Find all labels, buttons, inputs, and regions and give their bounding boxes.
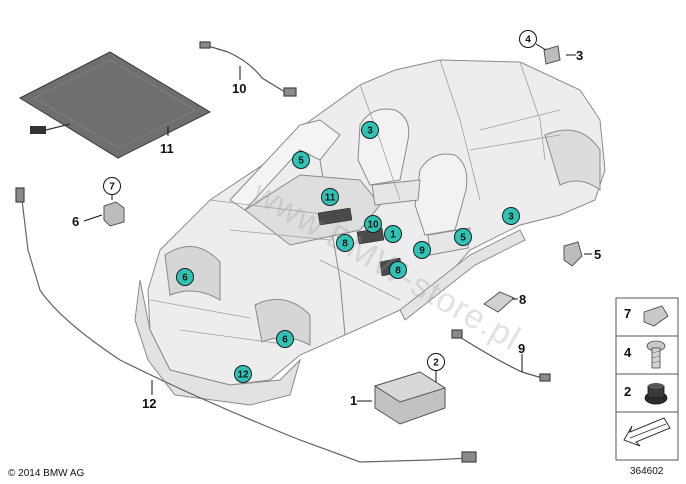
- label-part-11: 11: [160, 141, 174, 156]
- label-part-10: 10: [232, 81, 246, 96]
- svg-text:10: 10: [367, 220, 379, 231]
- teal-location-markers: 3 5 11 10 1 9 8 8: [176, 121, 520, 383]
- hardware-legend: 7 4 2: [615, 297, 679, 461]
- copyright-text: © 2014 BMW AG: [8, 468, 85, 479]
- marker-11-cabin: 11: [321, 188, 339, 206]
- part-5-sensor: [563, 241, 583, 267]
- part-10-cable: [199, 41, 297, 97]
- marker-6-front-right: 6: [276, 330, 294, 348]
- svg-text:3: 3: [508, 212, 514, 223]
- svg-text:9: 9: [419, 246, 425, 257]
- marker-10-cabin: 10: [364, 215, 382, 233]
- label-part-3: 3: [576, 48, 583, 63]
- svg-text:6: 6: [282, 335, 288, 346]
- direction-arrow-icon: [623, 417, 671, 447]
- marker-3-rear-left: 3: [361, 121, 379, 139]
- label-part-9: 9: [518, 341, 525, 356]
- drawing-number: 364602: [630, 466, 664, 477]
- marker-12-bumper: 12: [234, 365, 252, 383]
- part-3-clip: [543, 45, 561, 65]
- marker-3-rear-right: 3: [502, 207, 520, 225]
- svg-text:6: 6: [182, 273, 188, 284]
- body-structure-lines: [149, 59, 561, 346]
- part-6-sensor: [103, 201, 125, 227]
- marker-5-pillar-right: 5: [454, 228, 472, 246]
- label-part-8: 8: [519, 292, 526, 307]
- part-12-antenna-cable: [15, 187, 477, 463]
- svg-text:7: 7: [109, 182, 115, 193]
- grommet-icon: [644, 383, 668, 405]
- marker-8-cabin-upper: 8: [336, 234, 354, 252]
- svg-text:11: 11: [325, 193, 336, 204]
- label-part-5: 5: [594, 247, 601, 262]
- svg-text:3: 3: [367, 126, 373, 137]
- part-11-heating-mat: [18, 51, 212, 159]
- circled-labels: 7 4 2: [103, 30, 537, 371]
- marker-5-pillar-left: 5: [292, 151, 310, 169]
- svg-text:12: 12: [237, 370, 249, 381]
- svg-text:5: 5: [298, 156, 304, 167]
- plain-part-labels: 1 3 5 6 8 9 10 11 12: [72, 48, 601, 411]
- clip-nut-icon: [643, 305, 669, 327]
- legend-item-4: 4: [624, 340, 666, 369]
- svg-text:2: 2: [624, 384, 631, 399]
- part-8-bracket: [483, 291, 515, 313]
- marker-1-cabin: 1: [384, 225, 402, 243]
- circled-label-2: 2: [427, 353, 445, 371]
- svg-text:4: 4: [525, 35, 531, 46]
- svg-text:7: 7: [624, 306, 631, 321]
- mat-connector: [30, 126, 46, 134]
- svg-text:8: 8: [342, 239, 348, 250]
- marker-8-cabin-lower: 8: [389, 261, 407, 279]
- marker-6-front-left: 6: [176, 268, 194, 286]
- svg-text:2: 2: [433, 358, 439, 369]
- legend-item-7: 7: [624, 305, 669, 327]
- seats: [357, 108, 471, 256]
- circled-label-4: 4: [519, 30, 537, 48]
- label-part-6: 6: [72, 214, 79, 229]
- svg-text:5: 5: [460, 233, 466, 244]
- part-1-control-unit: [373, 371, 447, 425]
- circled-label-7: 7: [103, 177, 121, 195]
- legend-item-2: 2: [624, 383, 668, 405]
- svg-text:4: 4: [624, 345, 632, 360]
- label-part-12: 12: [142, 396, 156, 411]
- svg-text:1: 1: [390, 230, 396, 241]
- marker-9-cabin: 9: [413, 241, 431, 259]
- screw-icon: [646, 340, 666, 369]
- leader-lines: [83, 43, 592, 402]
- svg-text:8: 8: [395, 266, 401, 277]
- label-part-1: 1: [350, 393, 357, 408]
